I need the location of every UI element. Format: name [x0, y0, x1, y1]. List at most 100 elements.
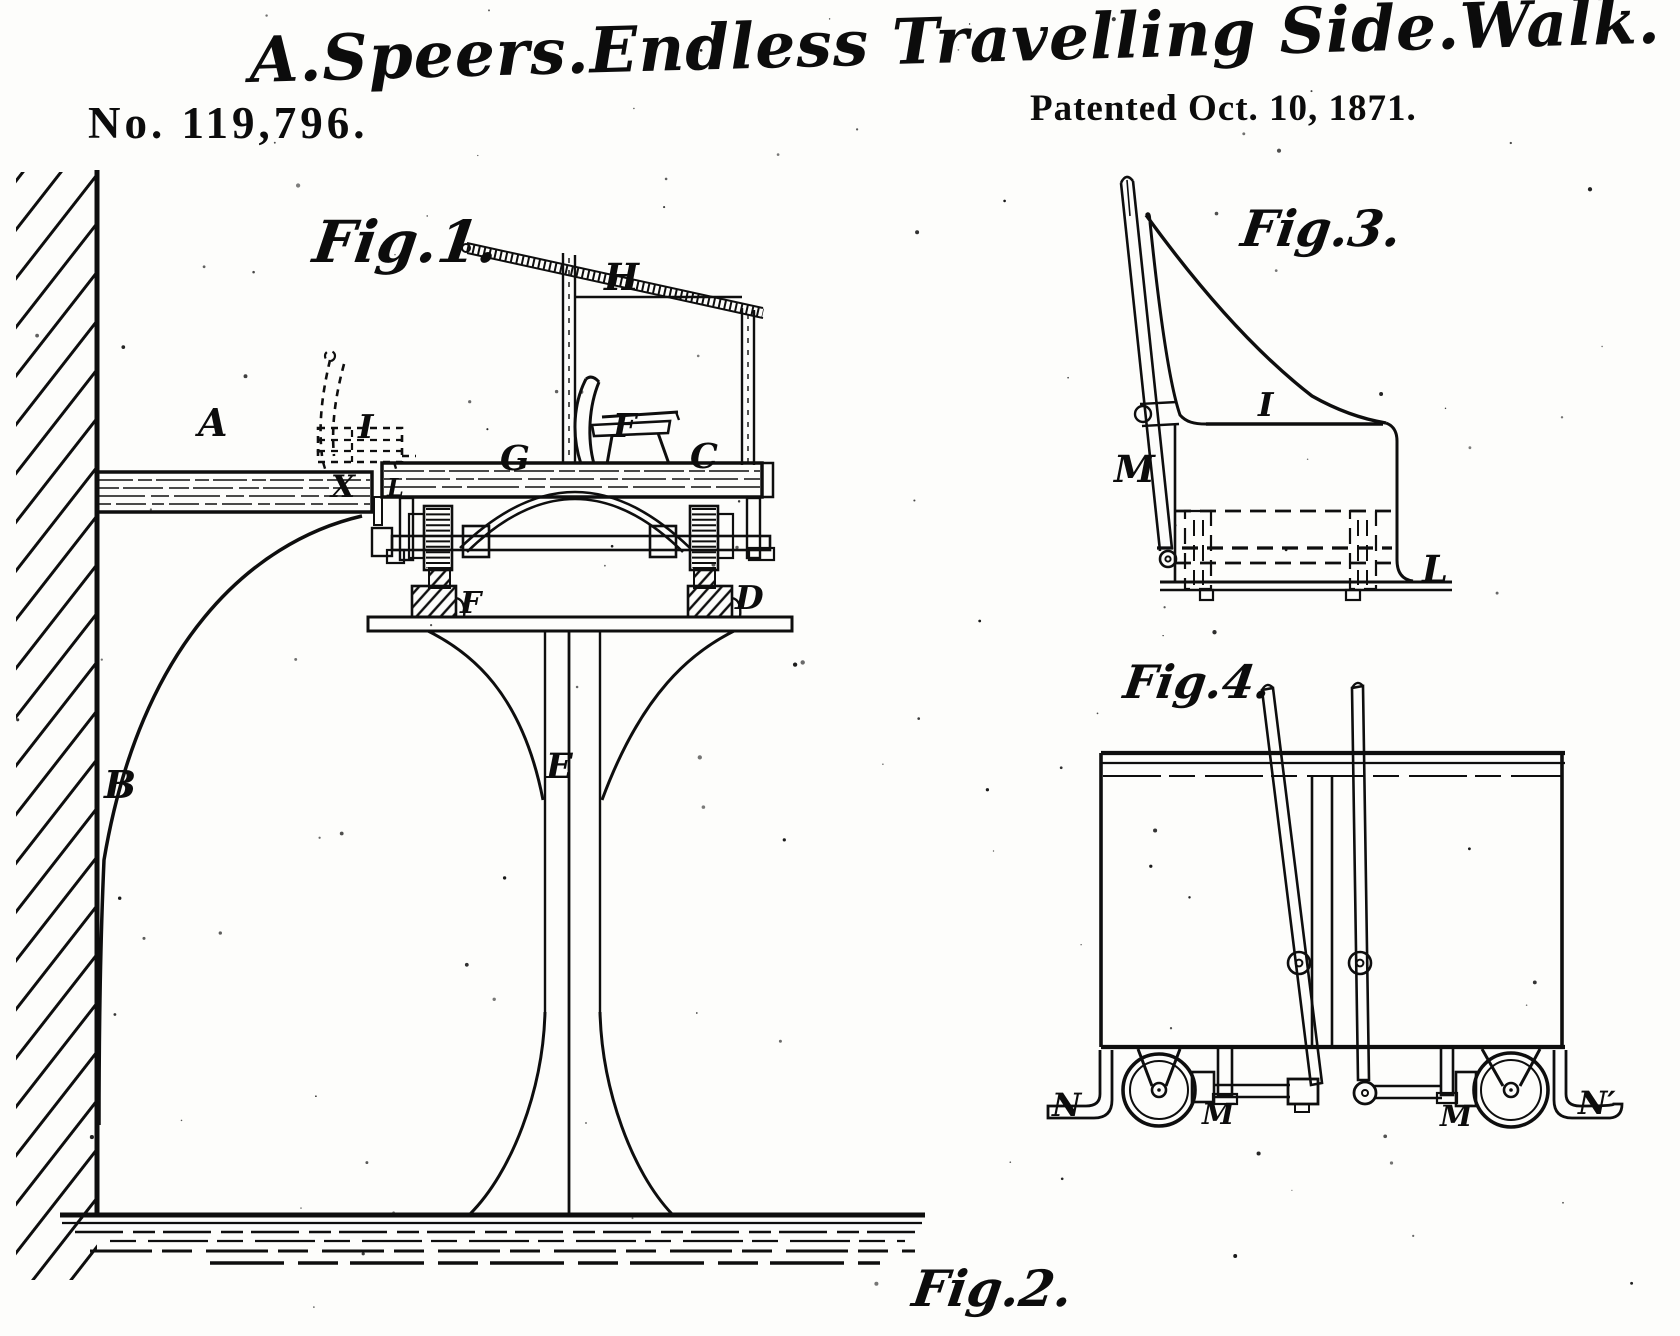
part-label-c: C — [690, 436, 718, 477]
scan-speck — [1403, 580, 1406, 584]
pedestal-table — [366, 615, 794, 633]
pole-clamp-bottom — [1141, 422, 1180, 428]
axle-box — [1190, 1070, 1216, 1104]
scan-speck — [492, 997, 496, 1001]
scan-noise-specks — [16, 9, 1634, 1308]
scan-speck — [488, 9, 490, 12]
fig1-awning — [461, 242, 764, 465]
shaft-collar-left — [461, 524, 491, 559]
gear-plate-right — [716, 512, 735, 560]
wheel-axle-dot — [1157, 1088, 1161, 1092]
scan-speck — [468, 400, 472, 404]
scan-speck — [1096, 712, 1099, 715]
left-hanger-bracket — [398, 496, 415, 562]
pole-left-edge — [1119, 182, 1162, 552]
scan-speck — [554, 389, 559, 394]
scan-speck — [502, 876, 507, 880]
scan-speck — [121, 345, 126, 349]
seat-back-inner-curve — [1148, 221, 1207, 426]
part-label-f-seat: F — [612, 406, 639, 445]
slanted-lever-pivot — [1286, 950, 1312, 976]
scan-speck — [663, 206, 666, 209]
chair-back-top — [585, 375, 601, 384]
scan-speck — [1212, 630, 1217, 635]
part-label-f-block: F — [459, 586, 484, 621]
scan-speck — [1174, 524, 1177, 527]
seat-back-outer-curve — [1144, 214, 1387, 425]
figure-labels: Fig.1. Fig.2. Fig.3. Fig.4. — [307, 199, 1405, 1318]
bearing-block-right-lip — [731, 596, 742, 618]
pole-tip-slit — [1126, 179, 1131, 217]
page-title: A.Speers.Endless Travelling Side.Walk. — [243, 0, 1661, 97]
wheel-hub — [1502, 1081, 1520, 1099]
hidden-bracket-right — [1348, 509, 1378, 591]
scan-speck — [1284, 548, 1288, 552]
scan-speck — [243, 374, 248, 379]
vertical-lever-pivot — [1347, 950, 1373, 976]
pedestal-top-flare-right — [600, 629, 735, 801]
scan-speck — [16, 718, 20, 722]
scan-speck — [1162, 634, 1164, 637]
part-label-m-fig3: M — [1112, 447, 1156, 491]
scan-speck — [295, 183, 301, 188]
scan-speck — [633, 107, 635, 110]
scan-speck — [1525, 1004, 1528, 1006]
fig4-right-wheel — [1454, 1048, 1550, 1129]
scan-speck — [430, 624, 433, 627]
pedestal-base-flare-right — [598, 1011, 674, 1216]
scan-speck — [265, 14, 268, 17]
part-label-d: D — [734, 578, 764, 617]
shaft-collar-right — [648, 524, 678, 559]
part-letters: A B I X L G F C H F D E I M L N M M N′ — [103, 255, 1616, 1133]
scan-speck — [1111, 17, 1116, 22]
scan-speck — [882, 763, 884, 765]
scan-speck — [426, 215, 428, 217]
header: A.Speers.Endless Travelling Side.Walk. N… — [88, 0, 1661, 148]
scan-speck — [855, 128, 859, 131]
pedestal-top-flare-left — [427, 629, 545, 801]
scan-speck — [113, 1013, 117, 1016]
wall-hatching — [16, 172, 97, 1280]
scan-speck — [149, 508, 153, 511]
vertical-lever-ball — [1352, 1080, 1378, 1106]
hanger-bar-left — [1216, 1045, 1234, 1098]
rod-junction-block — [1286, 1077, 1320, 1106]
arch-bar-inner — [466, 497, 684, 553]
scan-speck — [711, 562, 716, 567]
part-label-i-fig1: I — [357, 407, 375, 446]
seat-back-dashed-outer — [319, 359, 332, 457]
fig2-pedestal — [366, 615, 794, 1216]
scan-speck — [985, 788, 990, 792]
right-hanger-foot — [747, 546, 776, 562]
vertical-lever — [1350, 684, 1371, 1082]
scan-speck — [978, 619, 982, 623]
vertical-lever-ball-hole — [1361, 1089, 1369, 1097]
fig1-folding-seat-dashed — [316, 349, 416, 473]
scan-speck — [1291, 1189, 1293, 1192]
part-label-g: G — [500, 438, 530, 479]
awning-beam-hatch — [466, 243, 764, 318]
scan-speck — [610, 544, 614, 548]
fig4-label: Fig.4. — [1118, 655, 1274, 709]
scan-speck — [1233, 1254, 1238, 1258]
scan-speck — [1412, 1234, 1415, 1237]
fig2-wall — [16, 170, 363, 1280]
scan-speck — [697, 755, 702, 760]
seat-box-dashed — [316, 426, 404, 464]
scan-speck — [1562, 1201, 1564, 1204]
pole-tip — [1119, 175, 1135, 184]
scan-speck — [1467, 847, 1471, 851]
scan-speck — [735, 545, 739, 550]
scan-speck — [917, 717, 921, 720]
seat-leg-dash — [392, 461, 399, 473]
scan-speck — [1163, 606, 1166, 609]
scan-speck — [477, 154, 479, 157]
scan-speck — [699, 49, 703, 52]
hanger-bar-right — [1439, 1045, 1455, 1097]
scan-speck — [737, 500, 741, 503]
scan-speck — [1383, 1134, 1388, 1139]
shaft-end-block — [370, 526, 394, 558]
scan-speck — [792, 662, 798, 667]
fig4-angle-rails — [1046, 1050, 1624, 1120]
